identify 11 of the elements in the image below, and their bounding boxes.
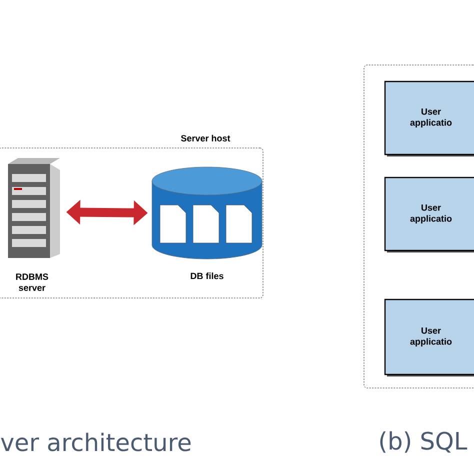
server-drawing: RDBMS server <box>8 158 60 291</box>
application-box: User applicatio <box>384 80 474 156</box>
application-box: User applicatio <box>384 176 474 252</box>
database-cylinder: DB files <box>152 166 262 280</box>
caption-text: ver architecture <box>0 432 191 452</box>
dashed-group-box <box>364 64 474 388</box>
caption-text: (b) SQL <box>380 431 468 453</box>
node-label: Server host <box>181 134 230 142</box>
node-label: DB files <box>190 272 224 280</box>
node-label: RDBMS server <box>16 274 48 291</box>
application-box: User applicatio <box>384 298 474 376</box>
